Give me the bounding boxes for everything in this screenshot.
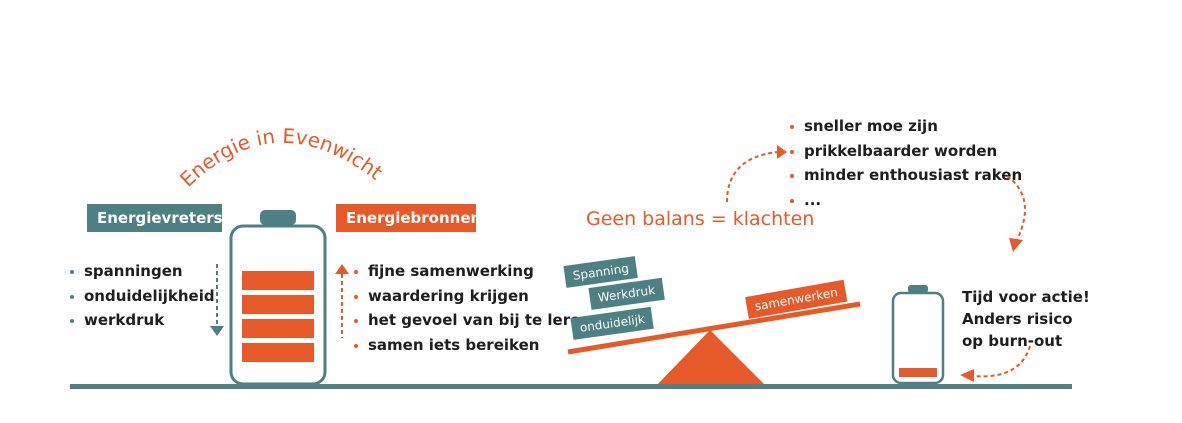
energy-sources-label: Energiebronnen [336,204,481,232]
complaints-list: sneller moe zijn prikkelbaarder worden m… [790,114,1022,212]
battery-level-bar [242,271,314,290]
curved-arrow-icon [726,145,787,203]
battery-level-bar [242,295,314,314]
battery-low-icon [891,285,945,385]
warning-text: Tijd voor actie! Anders risico op burn-o… [962,288,1090,350]
energy-drainers-list: spanningen onduidelijkheid werkdruk [70,259,215,333]
energy-drainers-label: Energievreters [87,204,223,232]
list-item: waardering krijgen [354,284,591,309]
arrow-up-icon [335,264,349,338]
battery-level-bar [899,368,937,377]
list-item: ... [790,188,1022,213]
page-title: Energie in Evenwicht [175,124,387,192]
list-item: fijne samenwerking [354,259,591,284]
arrow-down-icon [210,264,224,336]
battery-level-bar [242,343,314,362]
list-item: prikkelbaarder worden [790,139,1022,164]
title-arc: Energie in Evenwicht [175,124,387,192]
ground-line [70,384,1072,389]
list-item: spanningen [70,259,215,284]
energy-sources-list: fijne samenwerking waardering krijgen he… [354,259,591,357]
list-item: sneller moe zijn [790,114,1022,139]
svg-text:Energie in Evenwicht: Energie in Evenwicht [175,124,387,192]
curved-arrow-icon [960,345,1031,382]
list-item: het gevoel van bij te leren [354,308,591,333]
imbalance-headline: Geen balans = klachten [586,208,815,230]
list-item: onduidelijkheid [70,284,215,309]
list-item: samen iets bereiken [354,333,591,358]
seesaw-icon [567,301,861,386]
battery-level-bar [242,319,314,338]
curved-arrow-icon [1006,175,1026,252]
list-item: minder enthousiast raken [790,163,1022,188]
battery-full-icon [229,210,327,386]
list-item: werkdruk [70,308,215,333]
